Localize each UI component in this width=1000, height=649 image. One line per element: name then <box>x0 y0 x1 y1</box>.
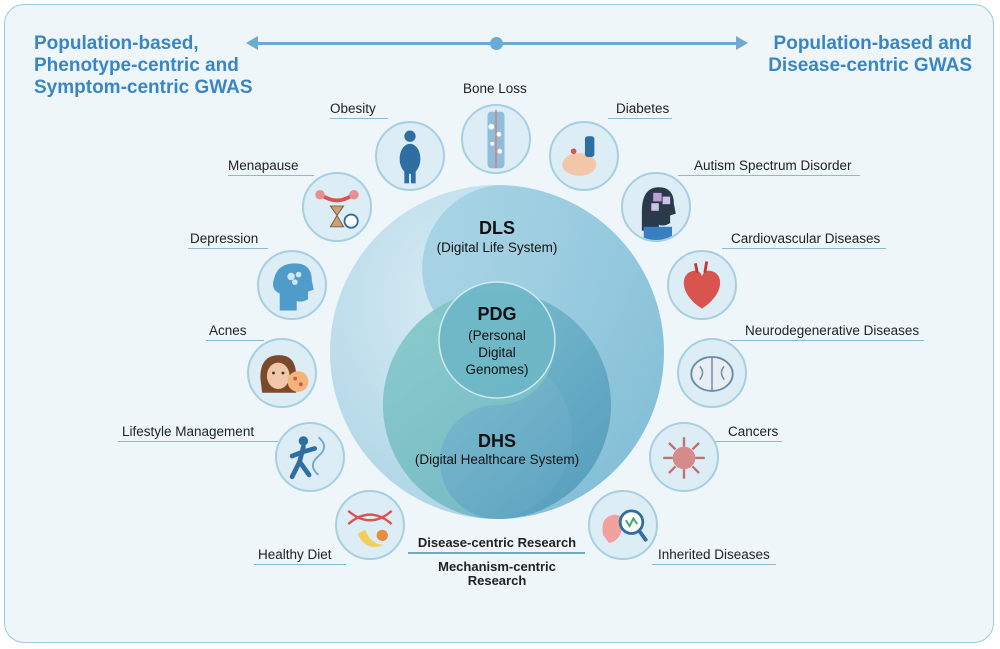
underline-healthy-diet <box>254 564 346 565</box>
bone-loss-icon <box>461 104 531 174</box>
acnes-icon <box>247 338 317 408</box>
dhs-subtitle: (Digital Healthcare System) <box>414 452 580 467</box>
neurodegenerative-icon <box>677 338 747 408</box>
underline-diabetes <box>608 118 672 119</box>
dls-title: DLS <box>479 218 515 238</box>
label-healthy-diet: Healthy Diet <box>258 547 332 562</box>
arrow-line-right <box>502 42 738 45</box>
mechanism-centric-research-line2: Research <box>467 573 527 588</box>
pdg-subtitle-line3: Genomes) <box>465 362 529 377</box>
label-lifestyle: Lifestyle Management <box>122 424 255 439</box>
underline-cardiovascular <box>722 248 886 249</box>
mechanism-centric-research-line1: Mechanism-centric <box>438 559 556 574</box>
label-menapause: Menapause <box>228 158 299 173</box>
arrow-right-icon <box>736 36 748 50</box>
inherited-diseases-icon <box>588 490 658 560</box>
cancers-icon <box>649 422 719 492</box>
underline-acnes <box>206 340 264 341</box>
cardiovascular-icon <box>667 250 737 320</box>
obesity-icon <box>375 121 445 191</box>
healthy-diet-icon <box>335 490 405 560</box>
label-depression: Depression <box>190 231 259 246</box>
pdg-title: PDG <box>477 304 517 324</box>
arrow-left-icon <box>246 36 258 50</box>
label-autism: Autism Spectrum Disorder <box>694 158 852 173</box>
label-acnes: Acnes <box>209 323 247 338</box>
underline-inherited <box>652 564 776 565</box>
pdg-subtitle-line1: (Personal <box>468 328 526 343</box>
arrow-center-dot <box>490 37 503 50</box>
disease-centric-research-label: Disease-centric Research <box>417 535 577 550</box>
pdg-subtitle-line2: Digital <box>478 345 516 360</box>
underline-lifestyle <box>118 441 278 442</box>
arrow-line-left <box>256 42 492 45</box>
right-header-title: Population-based and Disease-centric GWA… <box>768 33 972 76</box>
underline-cancers <box>706 441 782 442</box>
dhs-title: DHS <box>477 431 516 451</box>
label-bone-loss: Bone Loss <box>463 81 527 96</box>
label-diabetes: Diabetes <box>616 101 670 116</box>
label-inherited: Inherited Diseases <box>658 547 770 562</box>
label-cancers: Cancers <box>728 424 779 439</box>
underline-obesity <box>330 118 388 119</box>
dls-subtitle: (Digital Life System) <box>436 240 558 255</box>
label-neurodegenerative: Neurodegenerative Diseases <box>745 323 920 338</box>
pdg-circle <box>438 281 556 399</box>
lifestyle-icon <box>275 422 345 492</box>
underline-neurodegenerative <box>730 340 924 341</box>
menapause-icon <box>302 172 372 242</box>
depression-icon <box>257 250 327 320</box>
autism-icon <box>621 172 691 242</box>
underline-depression <box>188 248 268 249</box>
left-header-title: Population-based, Phenotype-centric and … <box>34 33 253 98</box>
underline-autism <box>678 175 860 176</box>
diabetes-icon <box>549 121 619 191</box>
underline-menapause <box>228 175 314 176</box>
label-cardiovascular: Cardiovascular Diseases <box>731 231 881 246</box>
label-obesity: Obesity <box>330 101 376 116</box>
